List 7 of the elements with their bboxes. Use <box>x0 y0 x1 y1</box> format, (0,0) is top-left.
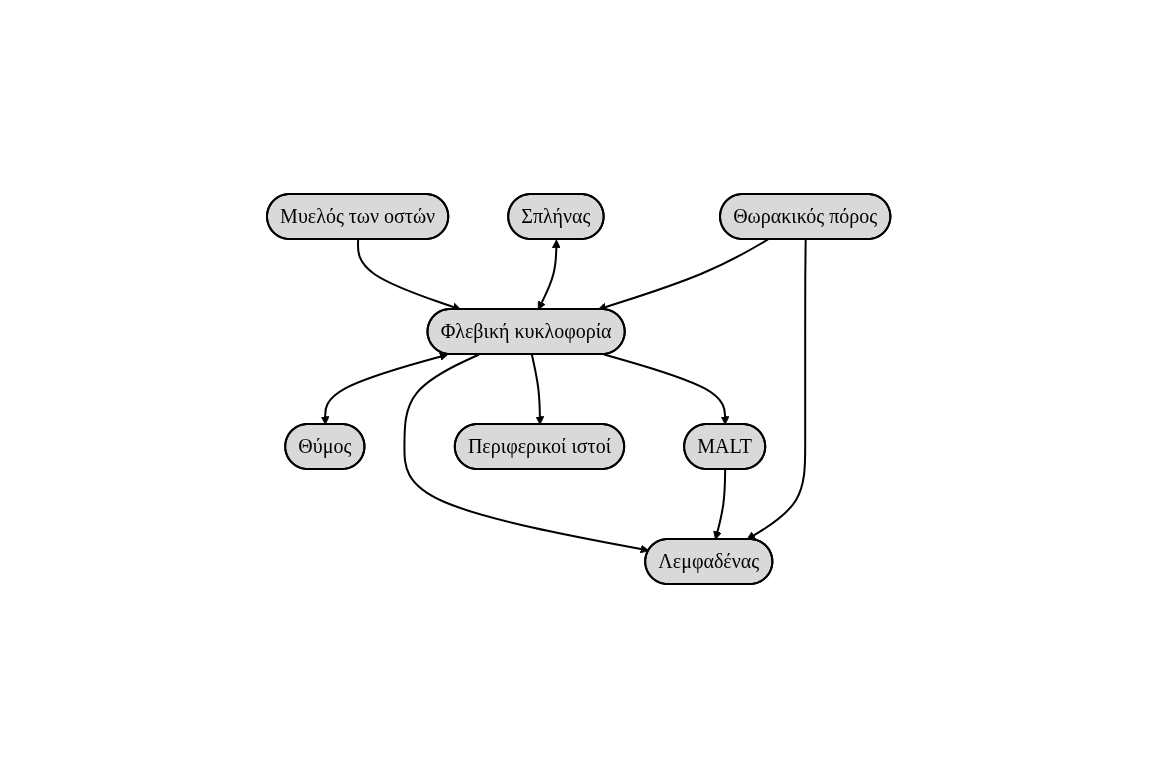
arrow <box>746 238 807 540</box>
arrow <box>538 239 561 310</box>
arrow <box>603 353 730 425</box>
arrow <box>713 468 727 540</box>
arrow <box>321 352 449 425</box>
arrow <box>531 353 545 425</box>
arrow <box>403 353 650 554</box>
